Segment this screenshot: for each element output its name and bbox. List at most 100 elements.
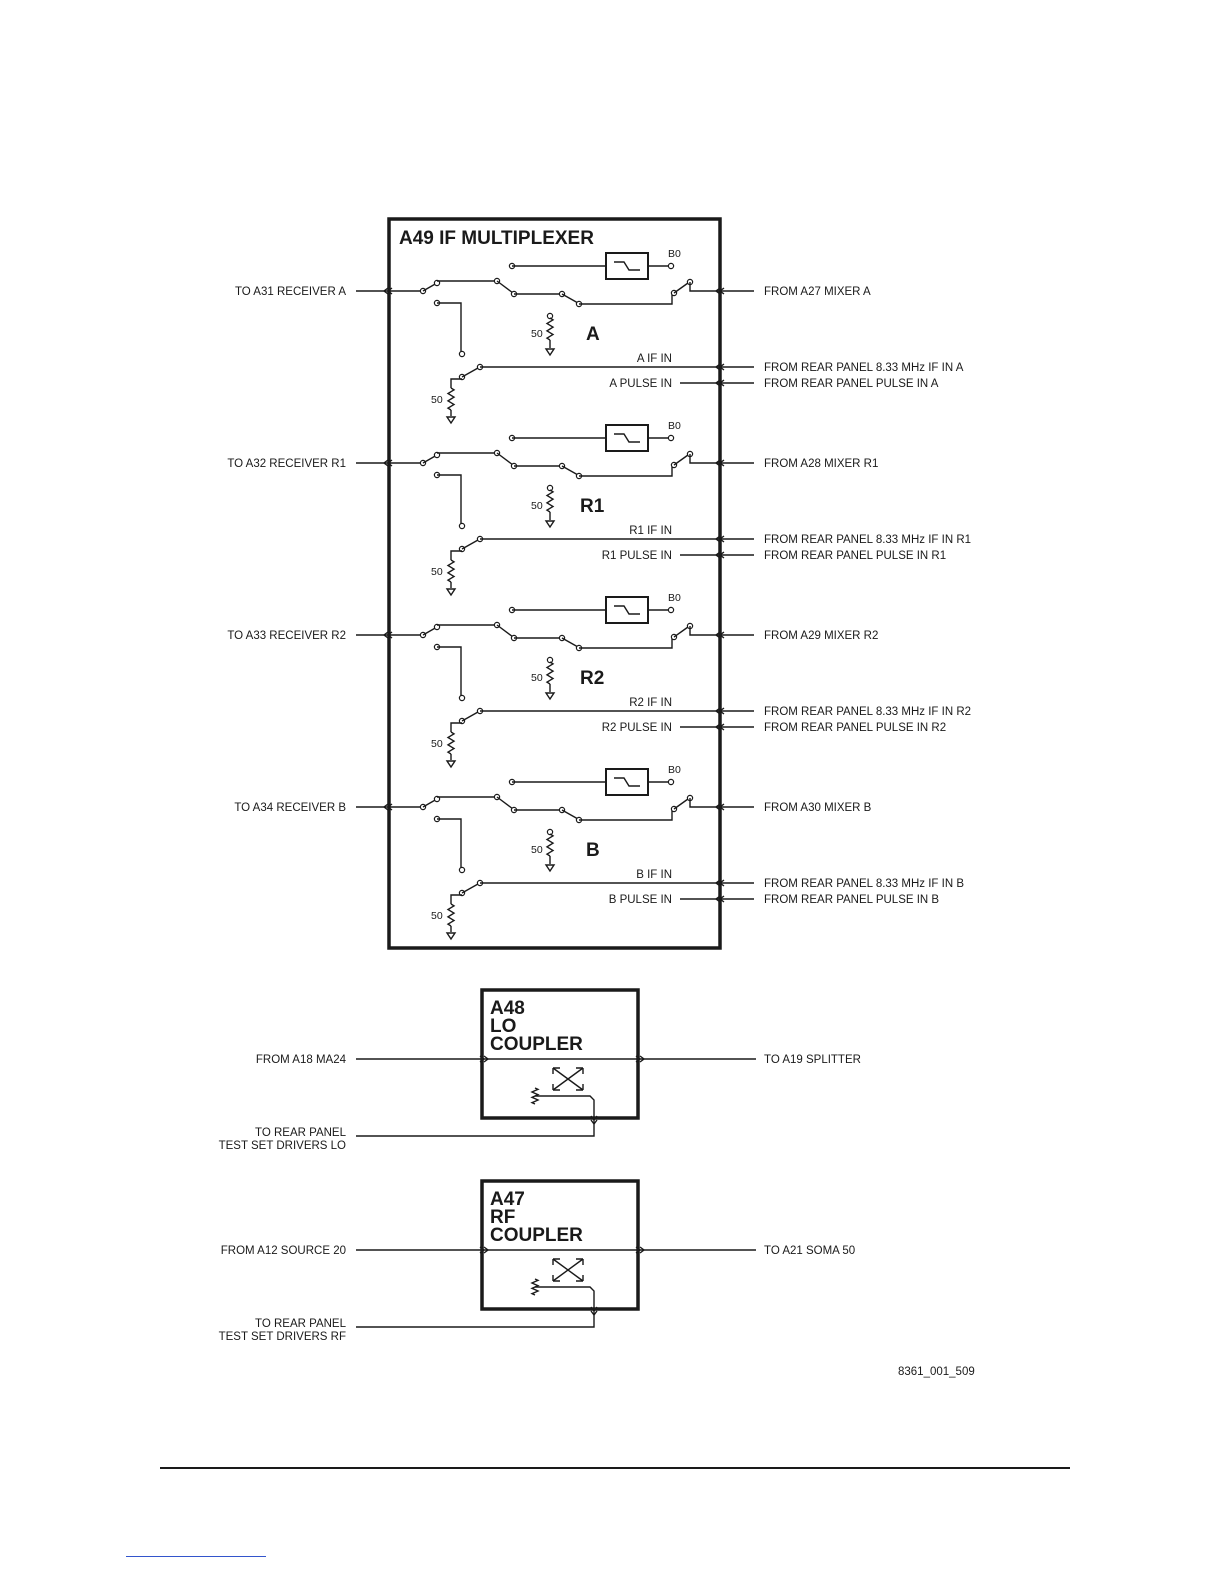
connector-icon xyxy=(714,707,725,715)
ground-icon xyxy=(445,932,457,941)
connector-icon xyxy=(382,631,393,639)
coupler-title-line: A47 xyxy=(490,1189,525,1210)
termination-label: 50 xyxy=(431,738,443,750)
pulse-in-label: R2 PULSE IN xyxy=(602,722,672,734)
pulse-in-label: R1 PULSE IN xyxy=(602,550,672,562)
section-label: A xyxy=(586,324,600,345)
section-label: B xyxy=(586,840,600,861)
coupler-title-line: COUPLER xyxy=(490,1034,583,1055)
filter-label: B0 xyxy=(668,764,681,776)
if-in-label: B IF IN xyxy=(636,869,672,881)
switch-contact xyxy=(458,350,466,358)
ground-icon xyxy=(445,760,457,769)
resistor-icon xyxy=(446,731,456,755)
resistor-icon xyxy=(446,387,456,411)
connector-icon xyxy=(714,723,725,731)
coupler-to-label: TO A19 SPLITTER xyxy=(764,1054,861,1066)
coupler-rear-label: TO REAR PANEL xyxy=(255,1318,347,1330)
switch-contact xyxy=(667,434,675,442)
wire xyxy=(437,646,462,696)
wire xyxy=(689,626,754,636)
wire xyxy=(437,818,462,868)
wire xyxy=(461,883,479,894)
resistor-icon xyxy=(446,559,456,583)
wire xyxy=(689,282,754,292)
pulse-in-label: A PULSE IN xyxy=(609,378,672,390)
wire xyxy=(450,550,462,560)
wire xyxy=(496,624,514,638)
coupler-rear-label: TEST SET DRIVERS RF xyxy=(219,1331,346,1343)
switch-contact xyxy=(667,606,675,614)
wire xyxy=(579,638,673,649)
rear-pulse-label: FROM REAR PANEL PULSE IN B xyxy=(764,894,939,906)
connector-icon xyxy=(382,803,393,811)
wire xyxy=(496,280,514,294)
wire xyxy=(673,454,689,466)
wire xyxy=(450,378,462,388)
from-mixer-label: FROM A27 MIXER A xyxy=(764,286,871,298)
wire xyxy=(496,796,514,810)
from-mixer-label: FROM A29 MIXER R2 xyxy=(764,630,878,642)
connector-icon xyxy=(479,1246,490,1254)
coupler-title-line: COUPLER xyxy=(490,1225,583,1246)
to-receiver-label: TO A33 RECEIVER R2 xyxy=(227,630,346,642)
connector-icon xyxy=(714,287,725,295)
lowpass-icon xyxy=(614,433,640,443)
switch-contact xyxy=(667,262,675,270)
arrowheads-icon xyxy=(552,1258,584,1282)
coupler-title-line: A48 xyxy=(490,998,525,1019)
coupler-title-line: RF xyxy=(490,1207,515,1228)
ground-icon xyxy=(544,692,556,701)
resistor-icon xyxy=(545,833,555,857)
coupler-rear-label: TO REAR PANEL xyxy=(255,1127,347,1139)
ground-icon xyxy=(544,520,556,529)
coupled-port-wire xyxy=(356,1286,595,1328)
from-mixer-label: FROM A28 MIXER R1 xyxy=(764,458,878,470)
switch-contact xyxy=(667,778,675,786)
filter-label: B0 xyxy=(668,248,681,260)
coupling-arrows-icon xyxy=(552,1258,584,1282)
connector-icon xyxy=(635,1055,646,1063)
coupler-box xyxy=(480,1179,640,1311)
lowpass-icon xyxy=(614,777,640,787)
wire xyxy=(461,539,479,550)
wire xyxy=(561,465,579,476)
switch-contact xyxy=(546,312,554,320)
connector-icon xyxy=(382,287,393,295)
termination-label: 50 xyxy=(431,910,443,922)
coupler-from-label: FROM A12 SOURCE 20 xyxy=(221,1245,346,1257)
wire xyxy=(579,466,673,477)
coupling-arrows-icon xyxy=(552,1067,584,1091)
wire xyxy=(450,722,462,732)
coupler-title-line: LO xyxy=(490,1016,516,1037)
wire xyxy=(561,637,579,648)
pulse-in-label: B PULSE IN xyxy=(609,894,672,906)
rear-pulse-label: FROM REAR PANEL PULSE IN A xyxy=(764,378,939,390)
from-mixer-label: FROM A30 MIXER B xyxy=(764,802,872,814)
termination-label: 50 xyxy=(531,844,543,856)
connector-icon xyxy=(382,459,393,467)
multiplexer-title: A49 IF MULTIPLEXER xyxy=(399,228,594,249)
rear-if-label: FROM REAR PANEL 8.33 MHz IF IN R1 xyxy=(764,534,971,546)
connector-icon xyxy=(714,631,725,639)
figure-id: 8361_001_509 xyxy=(898,1366,975,1378)
ground-icon xyxy=(445,416,457,425)
rear-if-label: FROM REAR PANEL 8.33 MHz IF IN B xyxy=(764,878,964,890)
wire xyxy=(579,810,673,821)
termination-label: 50 xyxy=(531,500,543,512)
arrowheads-icon xyxy=(552,1067,584,1091)
coupled-port-wire xyxy=(356,1095,595,1137)
switch-contact xyxy=(458,694,466,702)
connector-icon xyxy=(479,1055,490,1063)
footer-link-underline xyxy=(126,1556,266,1557)
lowpass-icon xyxy=(614,261,640,271)
termination-label: 50 xyxy=(431,394,443,406)
connector-icon xyxy=(590,1306,598,1317)
wire xyxy=(673,282,689,294)
switch-contact xyxy=(546,656,554,664)
